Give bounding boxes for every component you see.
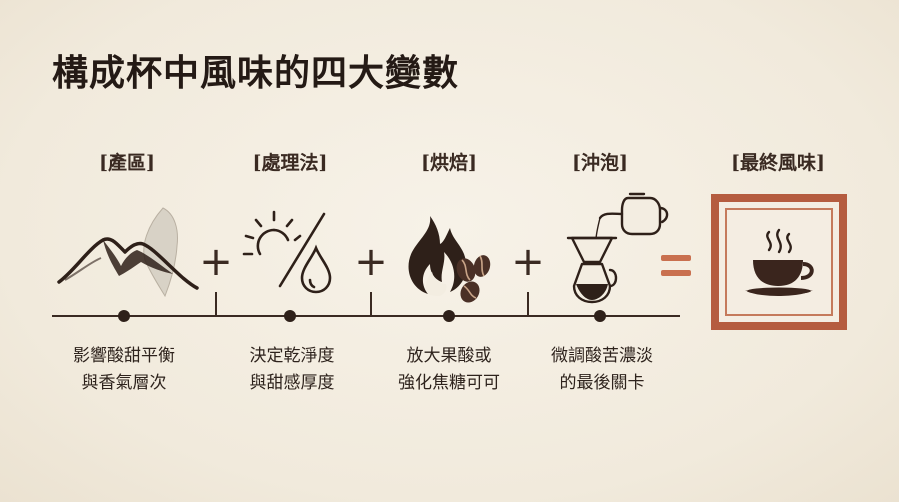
timeline-dot-origin xyxy=(118,310,130,322)
stage-desc-line: 影響酸甜平衡 xyxy=(73,346,175,366)
equals-icon xyxy=(661,255,691,279)
stage-label-origin: [產區] xyxy=(99,152,155,174)
stage-desc-line: 的最後關卡 xyxy=(559,373,645,393)
stage-label-brewing: [沖泡] xyxy=(572,152,628,174)
timeline-dot-brewing xyxy=(594,310,606,322)
timeline-line xyxy=(52,315,680,317)
timeline-tick-3 xyxy=(527,292,529,315)
pour-over-kettle-icon xyxy=(566,192,669,304)
stage-desc-line: 微調酸苦濃淡 xyxy=(551,346,653,366)
stage-desc-processing: 決定乾淨度 與甜感厚度 xyxy=(250,343,335,397)
plus-operator-2: + xyxy=(354,239,388,285)
timeline-dot-processing xyxy=(284,310,296,322)
stage-desc-line: 與香氣層次 xyxy=(81,373,167,393)
timeline-tick-2 xyxy=(370,292,372,315)
stage-label-processing: [處理法] xyxy=(252,152,328,174)
stage-desc-line: 放大果酸或 xyxy=(406,346,492,366)
stage-desc-roasting: 放大果酸或 強化焦糖可可 xyxy=(398,343,500,397)
stage-desc-line: 與甜感厚度 xyxy=(249,373,335,393)
sun-water-drop-icon xyxy=(242,210,332,294)
stage-desc-brewing: 微調酸苦濃淡 的最後關卡 xyxy=(551,343,653,397)
stage-desc-line: 決定乾淨度 xyxy=(249,346,335,366)
stage-label-roasting: [烘焙] xyxy=(421,152,477,174)
timeline-dot-roasting xyxy=(443,310,455,322)
coffee-cup-icon xyxy=(745,228,814,296)
flame-coffee-beans-icon xyxy=(408,216,491,303)
stage-desc-origin: 影響酸甜平衡 與香氣層次 xyxy=(73,343,175,397)
plus-operator-1: + xyxy=(199,239,233,285)
timeline-tick-1 xyxy=(215,292,217,315)
plus-operator-3: + xyxy=(511,239,545,285)
result-label: [最終風味] xyxy=(731,152,825,174)
result-box-inner-border xyxy=(725,208,833,316)
result-box xyxy=(711,194,847,330)
mountain-taiwan-icon xyxy=(57,207,199,298)
page-title: 構成杯中風味的四大變數 xyxy=(52,52,460,94)
stage-desc-line: 強化焦糖可可 xyxy=(398,373,500,393)
